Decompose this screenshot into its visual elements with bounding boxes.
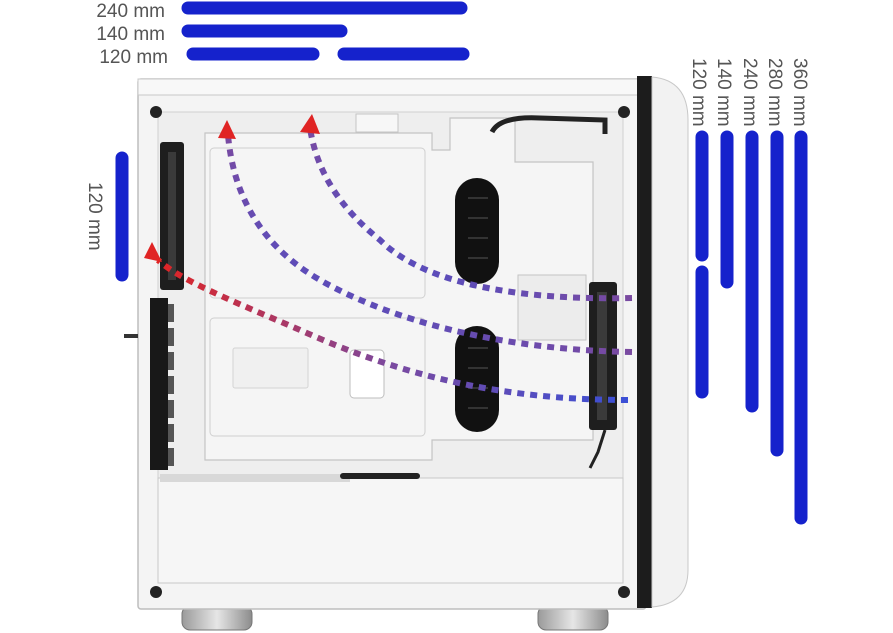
top-140mm-label: 140 mm: [96, 24, 165, 45]
front-240mm-label: 240 mm: [739, 58, 760, 127]
top-mount-sizes: 240 mm 140 mm 120 mm: [96, 1, 470, 68]
airflow-path-bottom: [155, 257, 629, 403]
drive-bracket: [517, 274, 587, 341]
front-panel-dark: [637, 76, 652, 608]
psu-handle: [340, 473, 420, 479]
rear-mount-size: 120 mm: [84, 151, 129, 282]
top-bracket: [355, 113, 399, 133]
top-cable: [489, 115, 608, 134]
arrowhead-middle: [218, 120, 236, 139]
top-240mm-label: 240 mm: [96, 1, 165, 22]
cable-grommet-upper: [455, 178, 499, 284]
screw-bottom-left: [150, 586, 162, 598]
screw-top-right: [618, 106, 630, 118]
screw-top-left: [150, 106, 162, 118]
airflow-arrowheads: [144, 114, 320, 262]
tray-upper-panel: [209, 147, 426, 299]
top-120mm-label: 120 mm: [99, 47, 168, 68]
front-360mm-label: 360 mm: [789, 58, 810, 127]
ssd-mount-plate: [232, 347, 309, 389]
front-panel-bezel: [651, 76, 689, 608]
psu-shroud: [157, 477, 624, 584]
rear-120mm-label: 120 mm: [84, 182, 105, 251]
tray-lower-panel: [209, 317, 426, 437]
front-280mm-label: 280 mm: [764, 58, 785, 127]
cpu-cutout: [349, 349, 385, 399]
front-fan-cable: [588, 429, 607, 469]
airflow-path-middle: [225, 134, 633, 355]
rear-io-latch: [124, 334, 138, 338]
cable-grommet-lower: [455, 326, 499, 432]
screw-bottom-right: [618, 586, 630, 598]
airflow-paths: [155, 127, 633, 403]
front-140mm-label: 140 mm: [713, 58, 734, 127]
case-top-strip: [137, 78, 647, 96]
psu-vent: [160, 474, 350, 482]
front-mount-sizes: 120 mm 140 mm 240 mm 280 mm 360 mm: [688, 58, 810, 525]
arrowhead-top: [300, 114, 320, 134]
arrowhead-bottom: [144, 242, 162, 262]
front-120mm-label: 120 mm: [688, 58, 709, 127]
pci-slots: [150, 298, 174, 470]
case-body: [124, 76, 689, 631]
